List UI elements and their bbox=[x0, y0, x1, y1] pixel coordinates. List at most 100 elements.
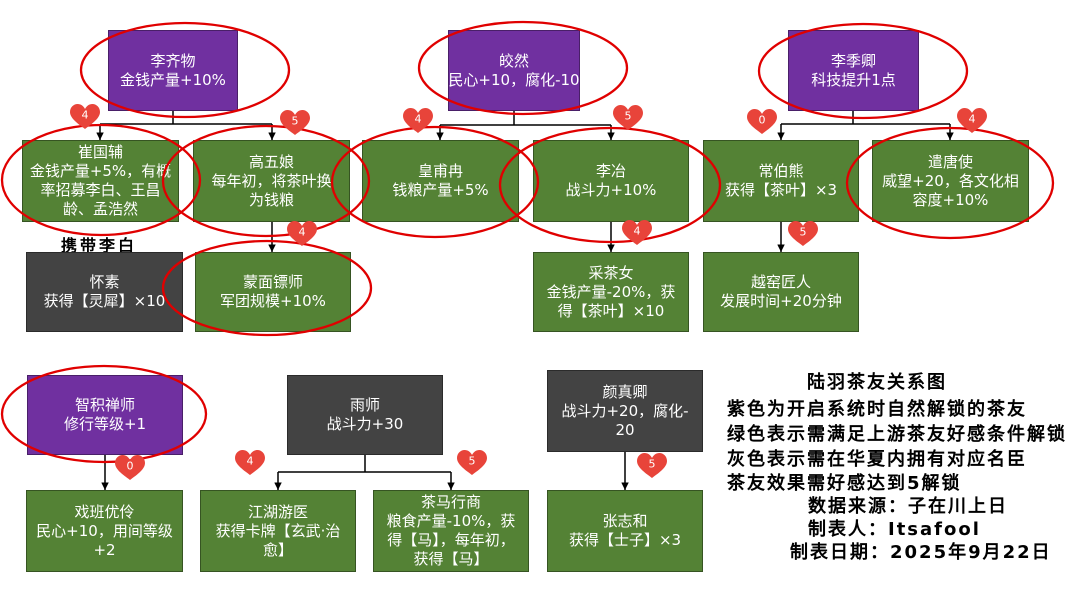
affinity-value: 4 bbox=[299, 226, 306, 239]
node-effect: 愈】 bbox=[262, 540, 293, 559]
node-effect: 金钱产量+5%，有概 bbox=[29, 162, 172, 180]
heart-icon bbox=[115, 455, 145, 480]
node-effect: 钱粮产量+5% bbox=[392, 181, 489, 199]
legend-author: 制表人：Itsafool bbox=[808, 519, 981, 540]
node-xiban-youling: 戏班优伶 民心+10，用间等级 +2 bbox=[26, 490, 183, 572]
affinity-value: 0 bbox=[127, 460, 134, 473]
node-huangfu-ran: 皇甫冉 钱粮产量+5% bbox=[362, 140, 519, 222]
node-effect: 20 bbox=[615, 420, 635, 439]
affinity-heart: 0 bbox=[747, 109, 777, 134]
affinity-value: 5 bbox=[469, 455, 476, 468]
node-yan-zhenqing: 颜真卿 战斗力+20，腐化- 20 bbox=[547, 370, 703, 452]
node-effect: 获得卡牌【玄武·治 bbox=[215, 521, 341, 540]
heart-icon bbox=[280, 110, 310, 135]
node-li-qiwu: 李齐物 金钱产量+10% bbox=[108, 30, 238, 111]
affinity-heart: 4 bbox=[403, 108, 433, 133]
node-effect: 得【茶叶】×10 bbox=[557, 301, 665, 320]
heart-icon bbox=[70, 104, 100, 129]
heart-icon bbox=[613, 105, 643, 130]
affinity-value: 5 bbox=[800, 226, 807, 239]
affinity-value: 5 bbox=[625, 110, 632, 123]
node-name: 采茶女 bbox=[588, 263, 634, 282]
affinity-value: 5 bbox=[292, 115, 299, 128]
node-name: 皇甫冉 bbox=[417, 162, 463, 180]
node-name: 蒙面镖师 bbox=[242, 273, 303, 291]
affinity-heart: 5 bbox=[280, 110, 310, 135]
node-effect: 获得【士子】×3 bbox=[568, 531, 682, 549]
legend-line-purple: 紫色为开启系统时自然解锁的茶友 bbox=[727, 399, 1027, 420]
node-name: 颜真卿 bbox=[602, 382, 648, 401]
node-name: 崔国辅 bbox=[77, 143, 123, 161]
affinity-heart: 0 bbox=[115, 455, 145, 480]
affinity-heart: 4 bbox=[287, 221, 317, 246]
node-effect: 科技提升1点 bbox=[811, 70, 896, 89]
node-name: 茶马行商 bbox=[420, 493, 481, 511]
node-caicha-nv: 采茶女 金钱产量-20%，获 得【茶叶】×10 bbox=[533, 252, 689, 332]
carry-li-bai-label: 携带李白 bbox=[61, 236, 138, 255]
node-cui-guofu: 崔国辅 金钱产量+5%，有概 率招募李白、王昌 龄、孟浩然 bbox=[22, 140, 179, 222]
node-effect: 发展时间+20分钟 bbox=[720, 292, 842, 310]
node-effect: 率招募李白、王昌 bbox=[40, 181, 161, 199]
node-li-jiqing: 李季卿 科技提升1点 bbox=[788, 30, 919, 111]
node-name: 常伯熊 bbox=[758, 162, 804, 180]
node-name: 戏班优伶 bbox=[74, 502, 135, 521]
affinity-heart: 5 bbox=[637, 453, 667, 478]
node-zhang-zhihe: 张志和 获得【士子】×3 bbox=[547, 490, 703, 572]
node-effect: 金钱产量+10% bbox=[120, 70, 226, 89]
heart-icon bbox=[403, 108, 433, 133]
affinity-value: 4 bbox=[415, 113, 422, 126]
node-effect: 获得【马】 bbox=[413, 550, 489, 568]
affinity-heart: 5 bbox=[613, 105, 643, 130]
heart-icon bbox=[637, 453, 667, 478]
node-effect: 民心+10，腐化-10 bbox=[448, 70, 580, 89]
node-yu-shi: 雨师 战斗力+30 bbox=[287, 375, 443, 455]
legend-line-affinity: 茶友效果需好感达到5解锁 bbox=[727, 473, 962, 494]
heart-icon bbox=[957, 108, 987, 133]
node-effect: 战斗力+20，腐化- bbox=[561, 401, 689, 420]
node-mengmian-biaoshi: 蒙面镖师 军团规模+10% bbox=[195, 252, 351, 332]
node-effect: 为钱粮 bbox=[248, 190, 294, 209]
node-effect: 战斗力+30 bbox=[326, 415, 404, 433]
affinity-value: 4 bbox=[82, 109, 89, 122]
node-effect: 龄、孟浩然 bbox=[62, 200, 138, 218]
node-effect: 容度+10% bbox=[912, 190, 989, 209]
node-effect: 金钱产量-20%，获 bbox=[546, 282, 676, 301]
node-name: 江湖游医 bbox=[247, 502, 308, 521]
affinity-value: 4 bbox=[969, 113, 976, 126]
node-effect: 战斗力+10% bbox=[565, 181, 657, 199]
node-gao-wuniang: 高五娘 每年初，将茶叶换 为钱粮 bbox=[193, 140, 350, 222]
node-name: 高五娘 bbox=[248, 152, 294, 171]
node-effect: 修行等级+1 bbox=[63, 415, 147, 433]
node-name: 李齐物 bbox=[150, 51, 196, 70]
legend-line-gray: 灰色表示需在华夏内拥有对应名臣 bbox=[727, 449, 1027, 470]
node-chang-boxiong: 常伯熊 获得【茶叶】×3 bbox=[703, 140, 859, 222]
legend-title: 陆羽茶友关系图 bbox=[807, 372, 947, 393]
heart-icon bbox=[235, 450, 265, 475]
affinity-heart: 5 bbox=[457, 450, 487, 475]
node-name: 智积禅师 bbox=[74, 396, 135, 414]
node-chama-xingshang: 茶马行商 粮食产量-10%，获 得【马】，每年初， 获得【马】 bbox=[373, 490, 529, 572]
node-name: 皎然 bbox=[498, 51, 529, 70]
node-yueyao-jiangren: 越窑匠人 发展时间+20分钟 bbox=[703, 252, 859, 332]
node-effect: 获得【灵犀】×10 bbox=[43, 292, 166, 310]
node-name: 怀素 bbox=[89, 273, 120, 291]
node-jianghu-youyi: 江湖游医 获得卡牌【玄武·治 愈】 bbox=[200, 490, 356, 572]
node-name: 李冶 bbox=[595, 162, 626, 180]
legend-source: 数据来源：子在川上日 bbox=[808, 496, 1008, 517]
node-effect: 获得【茶叶】×3 bbox=[724, 181, 838, 199]
node-name: 遣唐使 bbox=[927, 152, 973, 171]
node-effect: 民心+10，用间等级 bbox=[36, 521, 173, 540]
node-name: 越窑匠人 bbox=[750, 273, 811, 291]
node-effect: 军团规模+10% bbox=[220, 292, 326, 310]
affinity-heart: 4 bbox=[957, 108, 987, 133]
node-qiantang-shi: 遣唐使 威望+20，各文化相 容度+10% bbox=[872, 140, 1029, 222]
affinity-heart: 4 bbox=[235, 450, 265, 475]
node-jiao-ran: 皎然 民心+10，腐化-10 bbox=[448, 30, 580, 111]
affinity-heart: 4 bbox=[622, 220, 652, 245]
node-effect: 威望+20，各文化相 bbox=[882, 171, 1019, 190]
node-name: 李季卿 bbox=[830, 51, 876, 70]
affinity-heart: 5 bbox=[788, 221, 818, 246]
heart-icon bbox=[457, 450, 487, 475]
heart-icon bbox=[287, 221, 317, 246]
node-huai-su: 怀素 获得【灵犀】×10 bbox=[26, 252, 183, 332]
